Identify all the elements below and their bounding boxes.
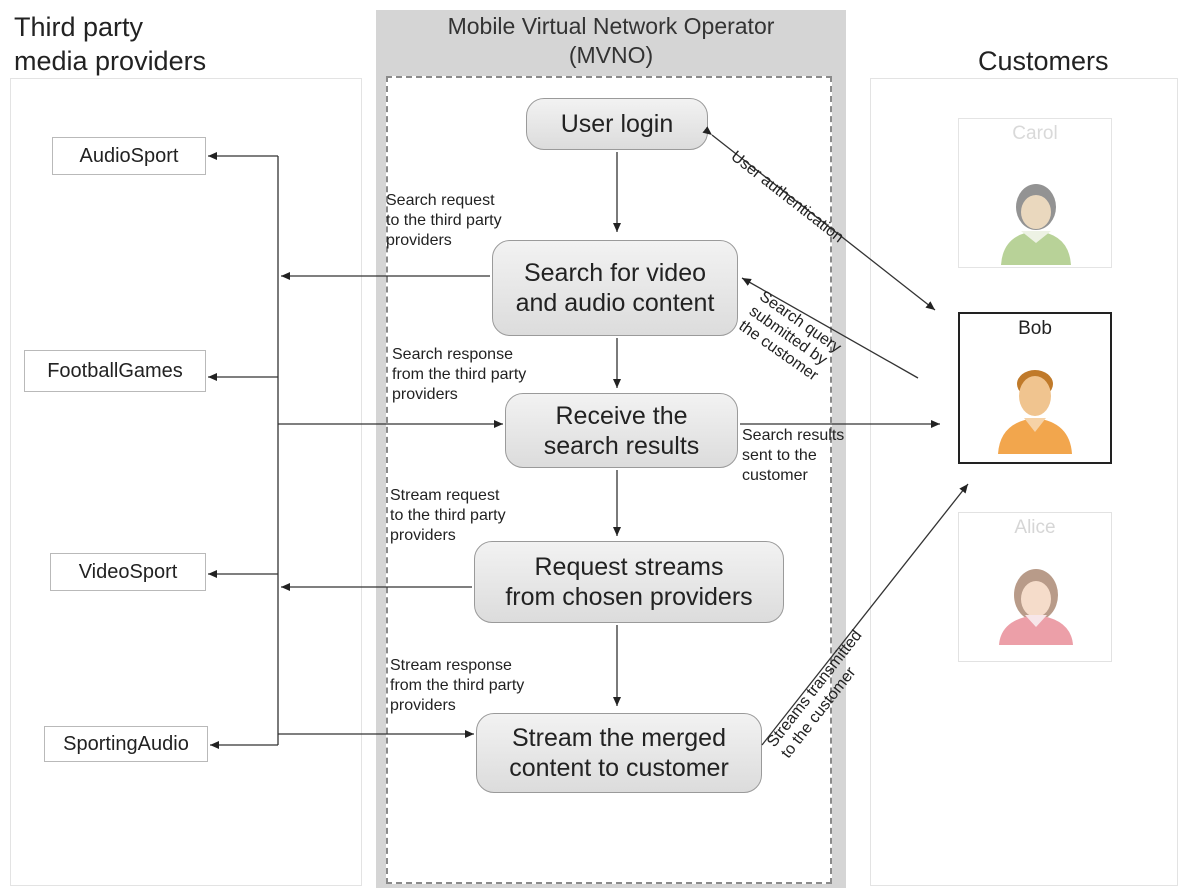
left-column-title: Third party media providers (14, 10, 206, 78)
note-search-response: Search response from the third party pro… (392, 346, 527, 403)
arrow-streams-transmitted (761, 483, 969, 746)
arrow-user-authentication (702, 126, 936, 311)
customer-card-alice: Alice (958, 512, 1112, 662)
note-stream-response: Stream response from the third party pro… (390, 657, 525, 714)
note-stream-request: Stream request to the third party provid… (390, 487, 506, 544)
provider-footballgames: FootballGames (24, 350, 206, 392)
user-avatar-icon (998, 370, 1072, 454)
customer-card-carol: Carol (958, 118, 1112, 268)
provider-sportingaudio: SportingAudio (44, 726, 208, 762)
step-user-login: User login (526, 98, 708, 150)
note-search-request: Search request to the third party provid… (386, 192, 502, 249)
provider-videosport: VideoSport (50, 553, 206, 591)
mvno-title-line2: (MVNO) (568, 42, 654, 68)
left-title-line2: media providers (14, 46, 207, 76)
customer-card-bob: Bob (958, 312, 1112, 464)
step-label: User login (560, 110, 674, 138)
customer-name: Carol (1012, 123, 1058, 144)
left-title-line1: Third party (14, 12, 144, 42)
mvno-title-line1: Mobile Virtual Network Operator (447, 13, 775, 39)
customer-name: Alice (1014, 517, 1056, 538)
right-column-title: Customers (978, 46, 1109, 76)
provider-audiosport: AudioSport (52, 137, 206, 175)
arrow-search-query (741, 277, 919, 379)
user-avatar-icon (999, 569, 1073, 645)
mvno-title: Mobile Virtual Network Operator (MVNO) (376, 12, 846, 70)
label-search-results-sent: Search results sent to the customer (742, 427, 845, 484)
user-avatar-icon (1001, 184, 1071, 265)
customer-name: Bob (1018, 318, 1052, 339)
